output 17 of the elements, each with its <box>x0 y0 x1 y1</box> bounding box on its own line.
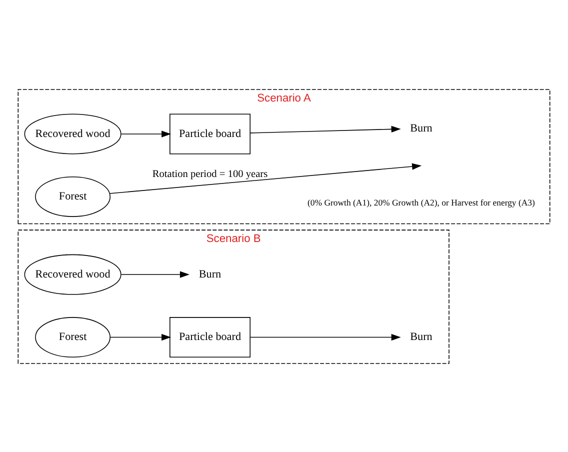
node-text: Burn <box>410 122 432 134</box>
edge-label: Rotation period = 100 years <box>152 168 268 180</box>
node-ellipse: Forest <box>35 316 110 358</box>
node-ellipse: Forest <box>35 176 110 216</box>
arrow <box>110 333 172 340</box>
node-text: Burn <box>410 330 432 343</box>
arrow <box>121 270 190 278</box>
arrow <box>121 130 172 137</box>
node-ellipse: Recovered wood <box>24 254 122 294</box>
node-box: Particle board <box>170 316 250 358</box>
node-text: Burn <box>198 268 222 280</box>
arrow <box>250 333 401 340</box>
label: (0% Growth (A1), 20% Growth (A2), or Harvest for energy (A3) <box>308 196 535 207</box>
node-box: Particle board <box>170 113 250 154</box>
arrow <box>109 162 422 194</box>
node-ellipse: Recovered wood <box>24 113 122 154</box>
arrow <box>250 125 401 133</box>
